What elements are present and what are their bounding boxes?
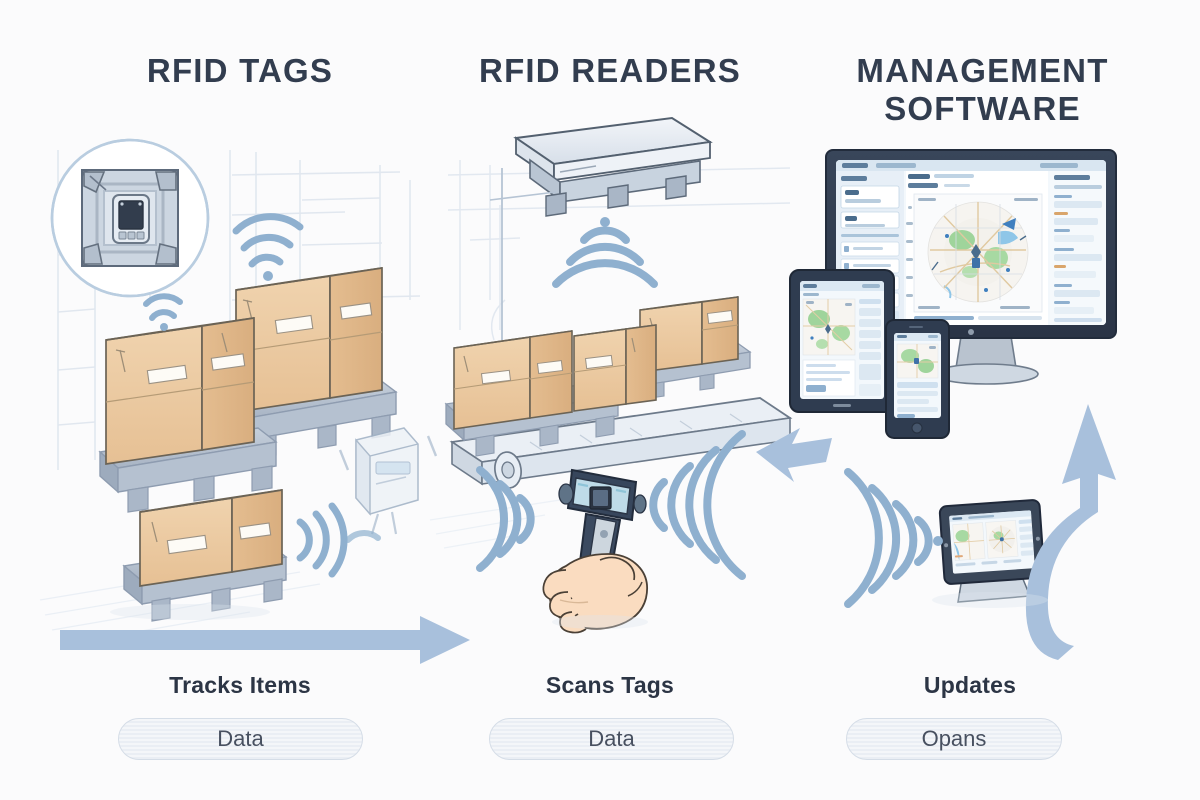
smartphone-dashboard: [885, 319, 950, 439]
pill-data-tracks-items[interactable]: Data: [118, 718, 363, 760]
heading-rfid-tags: RFID TAGS: [146, 52, 334, 89]
heading-rfid-readers: RFID READERS: [479, 52, 741, 89]
arrow-left-to-right: [60, 616, 470, 664]
column-management-software: [789, 149, 1117, 608]
rfid-tag: [81, 169, 179, 267]
footer-label-scans-tags: Scans Tags: [545, 672, 675, 698]
arrow-feedback-loop: [1025, 404, 1116, 660]
pallet-stack-front: [98, 317, 278, 513]
radio-waves: [844, 468, 943, 608]
pill-data-scans-tags[interactable]: Data: [489, 718, 734, 760]
cardboard-boxes: [235, 267, 383, 413]
pill-label: Data: [217, 726, 264, 751]
cardboard-boxes: [453, 324, 657, 430]
tablet-on-stand: [938, 499, 1046, 603]
phone-screen-content: [894, 333, 941, 418]
ground-shadows: [110, 592, 1048, 629]
cardboard-boxes: [105, 317, 255, 465]
handheld-scanner-in-hand: [542, 468, 649, 634]
pill-label: Data: [588, 726, 635, 751]
footer-label-tracks-items: Tracks Items: [169, 672, 311, 698]
column-rfid-readers: [444, 116, 793, 634]
magnified-rfid-tag-inset: [50, 138, 210, 298]
pallet-on-conveyor: [444, 324, 657, 457]
heading-management-software: MANAGEMENT SOFTWARE: [856, 52, 1109, 127]
hand: [542, 553, 649, 634]
column-rfid-tags: [50, 138, 438, 622]
footer-label-updates: Updates: [923, 672, 1017, 698]
tablet-screen-content: [800, 281, 884, 397]
tablet-dashboard: [789, 269, 895, 413]
rfid-reader-box-small: [338, 427, 438, 535]
radio-waves: [143, 213, 381, 578]
pallet-single-foreground: [122, 489, 288, 622]
conveyor-belt: [449, 397, 793, 489]
cardboard-box: [139, 489, 283, 587]
arrow-readers-to-software: [756, 428, 832, 482]
pill-data-updates[interactable]: Opans: [846, 718, 1062, 760]
radio-waves: [552, 217, 658, 288]
overhead-fixed-reader-panel: [489, 116, 713, 340]
radio-waves: [476, 430, 746, 580]
pallet-secondary: [624, 296, 752, 399]
flow-arrows: [60, 404, 1116, 664]
pill-label: Opans: [921, 726, 987, 751]
